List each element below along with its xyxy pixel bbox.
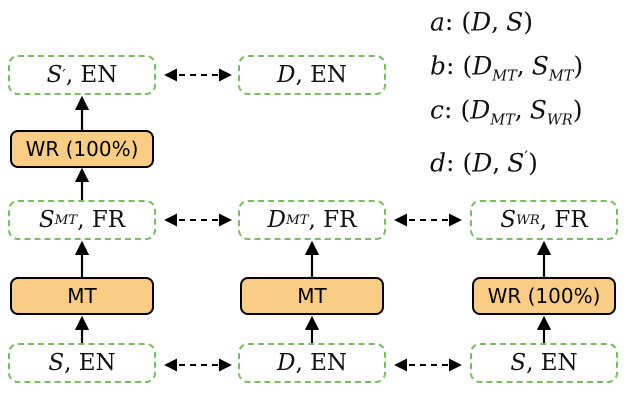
legend-s-symbol: S	[531, 51, 549, 81]
legend-close-paren: )	[573, 51, 584, 81]
lang-label: , FR	[77, 207, 126, 233]
process-label: WR (100%)	[487, 284, 601, 308]
lang-label: , EN	[64, 350, 116, 376]
legend-d-symbol: D	[471, 7, 492, 37]
legend-comma: ,	[514, 95, 523, 125]
legend-key: c	[430, 95, 445, 125]
lang-label: , EN	[65, 62, 118, 88]
legend-close-paren: )	[528, 148, 538, 178]
legend-s-subscript: MT	[548, 68, 574, 85]
prime-mark: ′	[62, 66, 66, 84]
legend-key: a	[430, 7, 445, 37]
legend-comma: ,	[516, 51, 525, 81]
legend-item-c: c:(DMT,SWR)	[430, 94, 582, 130]
legend-item-d: d:(D,S′)	[430, 147, 538, 183]
node-s-en-right: S, EN	[470, 343, 618, 383]
process-label: WR (100%)	[25, 137, 139, 161]
wr-subscript: WR	[516, 212, 540, 228]
process-label: MT	[67, 284, 97, 308]
script-s-symbol: S	[500, 207, 517, 233]
script-d-symbol: D	[277, 350, 296, 376]
node-s-prime-en: S′, EN	[8, 55, 156, 95]
legend-s-subscript: WR	[546, 112, 573, 129]
legend-s-prime: ′	[524, 147, 529, 166]
legend-colon: :	[444, 7, 454, 37]
legend-colon: :	[446, 148, 455, 178]
legend-open-paren: (	[462, 51, 473, 81]
legend-open-paren: (	[462, 148, 473, 178]
process-mt-mid: MT	[240, 277, 384, 315]
legend-colon: :	[446, 51, 455, 81]
script-s-symbol: S	[46, 62, 63, 88]
legend-close-paren: )	[523, 7, 534, 37]
lang-label: , FR	[539, 207, 588, 233]
legend-d-subscript: MT	[490, 112, 515, 129]
legend-open-paren: (	[461, 7, 472, 37]
process-mt-left: MT	[10, 277, 154, 315]
legend-d-symbol: D	[472, 51, 493, 81]
legend-close-paren: )	[572, 95, 583, 125]
legend-s-symbol: S	[506, 7, 524, 37]
process-wr-left: WR (100%)	[10, 130, 154, 168]
script-s-symbol: S	[38, 207, 55, 233]
legend-key: b	[430, 51, 447, 81]
mt-subscript: MT	[54, 212, 78, 228]
node-d-en-bottom: D, EN	[238, 343, 386, 383]
legend-item-a: a:(D,S)	[430, 6, 533, 42]
legend-d-symbol: D	[470, 95, 491, 125]
lang-label: , FR	[308, 207, 357, 233]
script-s-symbol: S	[510, 350, 527, 376]
legend-key: d	[430, 148, 447, 178]
legend-comma: ,	[492, 148, 501, 178]
lang-label: , EN	[526, 350, 578, 376]
legend-d-symbol: D	[472, 148, 493, 178]
script-s-symbol: S	[48, 350, 65, 376]
script-d-symbol: D	[267, 207, 286, 233]
legend-s-symbol: S	[507, 148, 525, 178]
legend-item-b: b:(DMT,SMT)	[430, 50, 583, 86]
legend-d-subscript: MT	[492, 68, 517, 85]
lang-label: , EN	[295, 62, 347, 88]
legend-colon: :	[444, 95, 453, 125]
mt-subscript: MT	[286, 212, 309, 228]
node-s-en-left: S, EN	[8, 343, 156, 383]
legend-open-paren: (	[460, 95, 471, 125]
lang-label: , EN	[295, 350, 347, 376]
process-label: MT	[297, 284, 327, 308]
node-d-en-top: D, EN	[238, 55, 386, 95]
legend-comma: ,	[491, 7, 500, 37]
legend-s-symbol: S	[529, 95, 547, 125]
process-wr-right: WR (100%)	[472, 277, 616, 315]
script-d-symbol: D	[277, 62, 296, 88]
